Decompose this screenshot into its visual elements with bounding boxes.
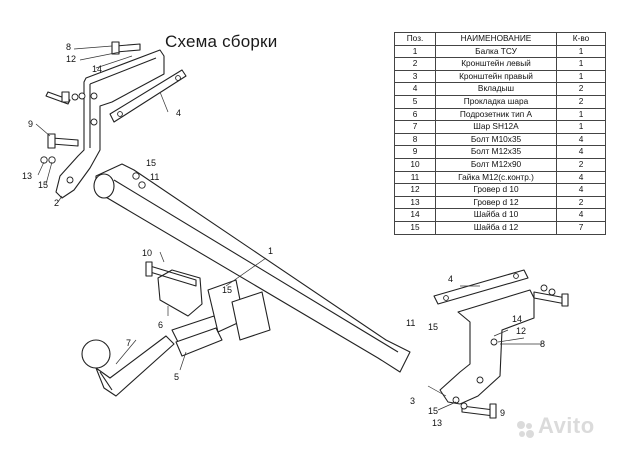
part-label: 12 (516, 326, 526, 336)
right-fasteners (452, 284, 569, 419)
beam-nut-group (132, 172, 146, 189)
part-label: 13 (432, 418, 442, 428)
part-label: 15 (428, 406, 438, 416)
lower-insert-plate (433, 269, 529, 305)
part-label: 11 (406, 318, 415, 328)
upper-left-fasteners (45, 41, 141, 105)
socket-plate (145, 261, 203, 317)
part-label: 11 (150, 172, 159, 182)
part-label: 14 (92, 64, 102, 74)
part-label: 14 (512, 314, 522, 324)
part-label: 15 (146, 158, 156, 168)
part-label: 7 (126, 338, 131, 348)
part-label: 8 (540, 339, 545, 349)
part-label: 13 (22, 171, 32, 181)
left-side-bolt-group (40, 133, 79, 164)
part-label: 9 (28, 119, 33, 129)
part-quantity: 7 (556, 220, 606, 235)
part-label: 10 (142, 248, 152, 258)
avito-watermark: Avito (538, 413, 595, 438)
upper-insert-plate (109, 69, 187, 123)
part-label: 2 (54, 198, 59, 208)
right-bracket (439, 289, 535, 405)
part-label: 12 (66, 54, 76, 64)
part-label: 15 (38, 180, 48, 190)
ball-mount-plates (171, 279, 271, 357)
part-quantity: 1 (556, 57, 606, 71)
part-label: 1 (268, 246, 273, 256)
part-label: 15 (222, 285, 232, 295)
avito-logo-icon (517, 421, 534, 438)
part-label: 15 (428, 322, 438, 332)
left-bracket (55, 49, 165, 199)
diagram-title: Схема сборки (165, 32, 278, 51)
parts-table-header: Поз. НАИМЕНОВАНИЕ К-во (394, 32, 606, 46)
part-label: 4 (176, 108, 181, 118)
part-label: 8 (66, 42, 71, 52)
part-label: 5 (174, 372, 179, 382)
part-name: Шайба d 12 (435, 220, 557, 235)
part-label: 9 (500, 408, 505, 418)
leader-lines (35, 45, 542, 411)
part-position: 15 (394, 220, 436, 235)
part-label: 4 (448, 274, 453, 284)
part-label: 3 (410, 396, 415, 406)
main-beam (93, 163, 411, 373)
part-label: 6 (158, 320, 163, 330)
tow-ball (81, 335, 175, 397)
